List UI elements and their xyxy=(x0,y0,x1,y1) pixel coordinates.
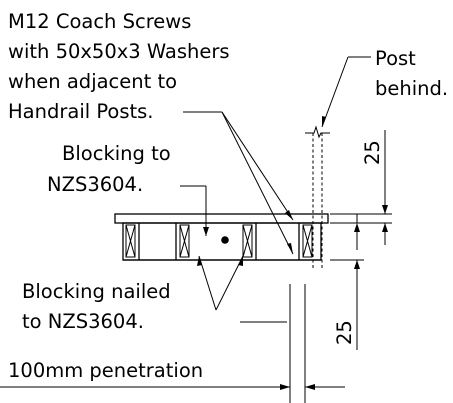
post-break-line xyxy=(305,125,330,139)
blocking-to-note-line-1: Blocking to xyxy=(62,142,171,165)
upper-dimension-label: 25 xyxy=(361,140,384,165)
penetration-note: 100mm penetration xyxy=(8,359,203,382)
blocking-nailed-arrowhead-1 xyxy=(197,256,202,266)
post-behind-note-line-2: behind. xyxy=(375,77,448,100)
blocking-nailed-arrowhead-2 xyxy=(238,256,243,266)
post-behind-note-line-1: Post xyxy=(375,47,416,70)
coach-screw-note-line-4: Handrail Posts. xyxy=(8,100,154,123)
blocking-nailed-note: Blocking nailed to NZS3604. xyxy=(22,280,171,333)
coach-screw-note-line-3: when adjacent to xyxy=(8,70,177,93)
post-leader xyxy=(321,56,349,128)
blocking-to-arrowhead xyxy=(203,227,209,236)
leader-lines xyxy=(180,56,371,323)
blocking-piece-1 xyxy=(125,224,136,258)
coach-screw-leader-2 xyxy=(221,111,294,255)
coach-screw-arrowhead-1 xyxy=(285,210,293,220)
lower-dimension-label: 25 xyxy=(333,320,356,345)
lower-dim-arrow-bottom xyxy=(354,260,360,269)
post-behind-note: Post behind. xyxy=(375,47,448,100)
upper-dim-arrow-top xyxy=(382,205,388,214)
coach-screw-note-line-2: with 50x50x3 Washers xyxy=(8,40,230,63)
blocking-to-note-line-2: NZS3604. xyxy=(47,173,143,196)
penetration-arrow-right xyxy=(305,384,315,390)
blocking-nailed-note-line-2: to NZS3604. xyxy=(22,310,144,333)
penetration-arrow-left xyxy=(280,384,290,390)
post-arrowhead xyxy=(322,116,326,127)
coach-screw-note-line-1: M12 Coach Screws xyxy=(8,10,191,33)
upper-dim-arrow-bottom xyxy=(382,223,388,232)
blocking-to-note: Blocking to NZS3604. xyxy=(47,142,171,196)
top-deck-board xyxy=(114,213,329,224)
blocking-nailed-note-line-1: Blocking nailed xyxy=(22,280,171,303)
lower-dim-arrow-top xyxy=(354,223,360,232)
coach-screw-leader-1 xyxy=(221,111,294,221)
handrail-post xyxy=(305,125,330,268)
blocking-piece-2 xyxy=(179,224,190,258)
coach-screw-note: M12 Coach Screws with 50x50x3 Washers wh… xyxy=(8,10,230,123)
coach-screw-icon xyxy=(221,236,229,244)
blocking-piece-3 xyxy=(242,224,253,258)
blocking-piece-4 xyxy=(302,224,313,258)
coach-screw-arrowhead-2 xyxy=(287,243,293,254)
dimension-lines xyxy=(0,130,392,403)
blocking-assembly xyxy=(114,213,329,261)
